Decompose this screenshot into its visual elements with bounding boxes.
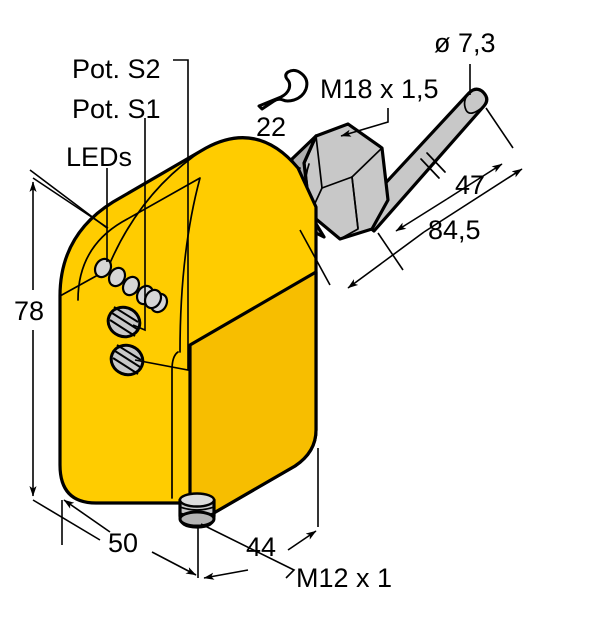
dimension-78-text: 78 — [14, 296, 44, 326]
pot-screw-s2[interactable] — [107, 341, 148, 380]
pot-screw-s1[interactable] — [104, 303, 145, 342]
m12-leader — [200, 523, 296, 579]
label-leds: LEDs — [66, 142, 132, 172]
led-6 — [143, 288, 163, 310]
potentiometer-screws — [104, 303, 148, 380]
dimension-50-text: 50 — [108, 528, 138, 558]
dimension-47-text: 47 — [455, 170, 485, 200]
dimension-44-text: 44 — [246, 532, 276, 562]
dimension-44: 44 — [203, 448, 319, 580]
wrench-icon — [257, 68, 309, 111]
dimension-845-text: 84,5 — [428, 215, 481, 245]
led-2 — [107, 266, 127, 288]
label-m18-thread: M18 x 1,5 — [320, 74, 439, 104]
label-m12-connector: M12 x 1 — [296, 563, 392, 593]
wrench-size-text: 22 — [256, 112, 286, 142]
led-3 — [121, 275, 141, 297]
dimension-50: 50 — [61, 499, 199, 578]
label-pot-s2: Pot. S2 — [72, 54, 161, 84]
m12-connector — [178, 492, 216, 529]
m18-leader-arrow — [340, 108, 389, 137]
dimension-78: 78 — [14, 177, 109, 541]
led-indicators — [93, 257, 169, 314]
label-rod-diameter: ø 7,3 — [434, 28, 496, 58]
label-pot-s1: Pot. S1 — [72, 94, 161, 124]
dimension-47: 47 — [377, 107, 514, 271]
dimension-845: 84,5 — [299, 168, 523, 289]
